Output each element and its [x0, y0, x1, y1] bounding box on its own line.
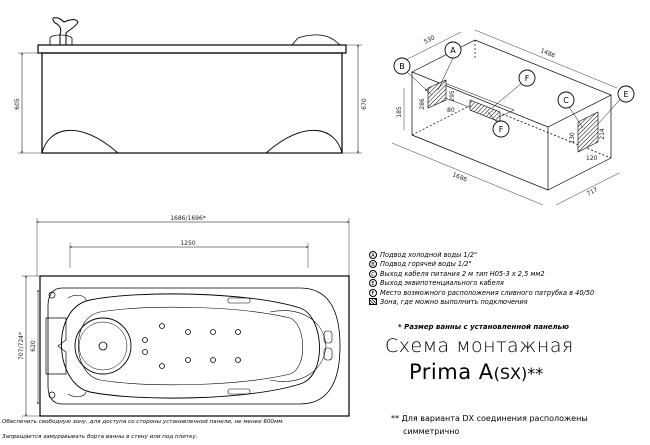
- callout-f2-circle: [492, 120, 510, 138]
- iso-view: [391, 29, 620, 206]
- callout-f1-label: F: [525, 74, 530, 83]
- zone-f-hatch: [469, 99, 501, 123]
- dim-overall-height: 670: [361, 98, 368, 110]
- dim-length: 1686/1696*: [170, 215, 206, 222]
- dim-inner-width: 620: [30, 340, 37, 352]
- dim-inner-length: 1250: [180, 240, 195, 247]
- model-suffix: (SX)**: [493, 364, 544, 383]
- callout-a-label: A: [450, 46, 456, 55]
- legend-item-zone: Зона, где можно выполнить подключения: [369, 298, 594, 307]
- dim-iso-depth: 717: [586, 186, 600, 198]
- dx-note-line1: ** Для варианта DX соединения расположен…: [391, 414, 588, 423]
- legend-text-zone: Зона, где можно выполнить подключения: [380, 297, 528, 306]
- dim-panel-height: 605: [14, 98, 21, 110]
- model-name: Prima A: [409, 360, 494, 384]
- front-view: [18, 17, 362, 154]
- legend-text-c: Выход кабеля питания 2 м тип H05-3 x 2,5…: [380, 269, 545, 278]
- dim-iso-zone-ab: 530: [423, 34, 437, 46]
- dim-iso-width-top: 1486: [539, 47, 556, 59]
- dim-iso-c: 130: [569, 132, 576, 144]
- zone-ab-hatch: [427, 79, 447, 109]
- dim-iso-e2: 120: [586, 155, 598, 162]
- legend-key-f: F: [369, 288, 377, 297]
- legend-key-c: C: [369, 269, 377, 278]
- callout-e-label: E: [623, 90, 628, 99]
- callout-f1-circle: [518, 69, 536, 87]
- callout-a-circle: [444, 41, 462, 59]
- callout-e-circle: [617, 85, 635, 103]
- legend-key-a: A: [369, 251, 377, 259]
- legend-zone-swatch: [369, 298, 377, 306]
- legend-text-a: Подвод холодной воды 1/2": [380, 251, 478, 259]
- legend-key-e: E: [369, 279, 377, 288]
- callout-b-label: B: [399, 62, 405, 71]
- callout-f2-label: F: [499, 125, 504, 134]
- zone-ce-hatch: [577, 111, 599, 153]
- callout-c-circle: [557, 91, 575, 109]
- scheme-title: Схема монтажная: [385, 335, 574, 357]
- callout-circles: [393, 41, 635, 138]
- bottom-note-line2: Запрещается замуровывать борта ванны в с…: [2, 434, 198, 440]
- size-note: * Размер ванны с установленной панелью: [398, 323, 569, 331]
- hydromassage-jets: [142, 323, 241, 369]
- legend-key-b: B: [369, 260, 377, 269]
- callout-b-circle: [393, 57, 411, 75]
- bottom-note-line1: Обеспечить свободную зону, для доступа с…: [2, 419, 285, 425]
- dim-iso-e1: 214: [599, 128, 606, 140]
- dx-note-line2: симметрично: [403, 427, 460, 436]
- dim-iso-ab-small: 80: [447, 107, 455, 114]
- legend-text-e: Выход эквипотенциального кабеля: [380, 279, 504, 288]
- legend-text-b: Подвод горячей воды 1/2": [380, 260, 472, 269]
- model-title: Prima A(SX)**: [409, 360, 543, 384]
- legend-text-f: Место возможного расположения сливного п…: [380, 288, 595, 297]
- callout-c-label: C: [563, 96, 569, 105]
- dim-iso-b: 295: [449, 90, 456, 102]
- dim-iso-height-left: 185: [396, 106, 403, 118]
- plan-view: [22, 218, 350, 417]
- dim-width: 707/724*: [18, 332, 25, 360]
- dim-iso-a: 286: [419, 98, 426, 110]
- callout-leaders: [406, 57, 625, 129]
